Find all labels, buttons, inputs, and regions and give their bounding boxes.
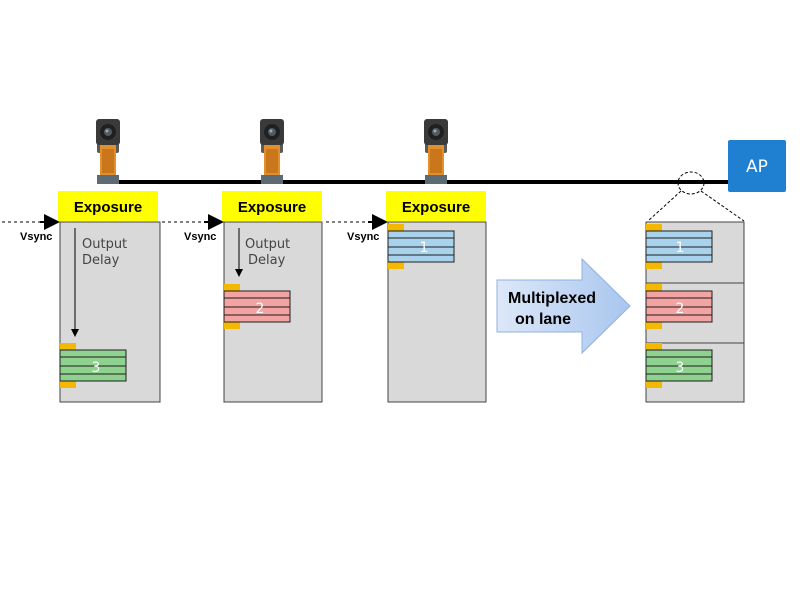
mux-number-1: 1: [676, 240, 685, 256]
sensor-panel-1: Vsync Exposure Output Delay 3: [2, 191, 161, 403]
multiplexed-arrow: Multiplexed on lane: [496, 257, 631, 355]
frame-number-3: 3: [92, 360, 101, 376]
marker-bottom-1: [60, 381, 76, 388]
mux-number-2: 2: [676, 301, 685, 317]
mux-marker-bottom-2: [646, 322, 662, 329]
zoom-line-left: [647, 190, 682, 222]
sensor-panel-2: Vsync Exposure Output Delay 2: [162, 191, 323, 403]
exposure-label-2: Exposure: [238, 199, 306, 216]
mux-marker-top-3: [646, 343, 662, 350]
marker-bottom-2: [224, 322, 240, 329]
zoom-circle: [677, 171, 705, 195]
multiplexed-panel: 1 2 3: [645, 221, 745, 403]
marker-top-1: [60, 343, 76, 350]
output-delay-line1-2: Output: [245, 237, 290, 252]
mux-number-3: 3: [676, 360, 685, 376]
sensor-panel-3: Vsync Exposure 1: [326, 191, 487, 403]
exposure-label-3: Exposure: [402, 199, 470, 216]
mux-marker-bottom-3: [646, 381, 662, 388]
marker-bottom-3: [388, 262, 404, 269]
mux-marker-top-1: [646, 224, 662, 231]
arrow-text-line2: on lane: [515, 311, 571, 328]
mux-marker-top-2: [646, 284, 662, 291]
vsync-label-1: Vsync: [20, 231, 52, 243]
camera-icon-2: [260, 119, 284, 184]
zoom-line-right: [700, 190, 745, 222]
exposure-box-1: [58, 191, 158, 221]
ap-box: [728, 140, 786, 192]
ap-label: AP: [746, 157, 768, 177]
exposure-box-2: [222, 191, 322, 221]
vsync-label-2: Vsync: [184, 231, 216, 243]
marker-top-3: [388, 224, 404, 231]
zoom-callout: [647, 171, 745, 222]
mux-marker-bottom-1: [646, 262, 662, 269]
exposure-box-3: [386, 191, 486, 221]
exposure-label-1: Exposure: [74, 199, 142, 216]
frame-number-2: 2: [256, 301, 265, 317]
vsync-label-3: Vsync: [347, 231, 379, 243]
camera-icon-3: [424, 119, 448, 184]
output-delay-line1-1: Output: [82, 237, 127, 252]
frame-number-1: 1: [420, 240, 429, 256]
output-delay-line2-1: Delay: [82, 253, 120, 268]
camera-icon-1: [96, 119, 120, 184]
arrow-text-line1: Multiplexed: [508, 290, 596, 307]
marker-top-2: [224, 284, 240, 291]
output-delay-line2-2: Delay: [248, 253, 286, 268]
